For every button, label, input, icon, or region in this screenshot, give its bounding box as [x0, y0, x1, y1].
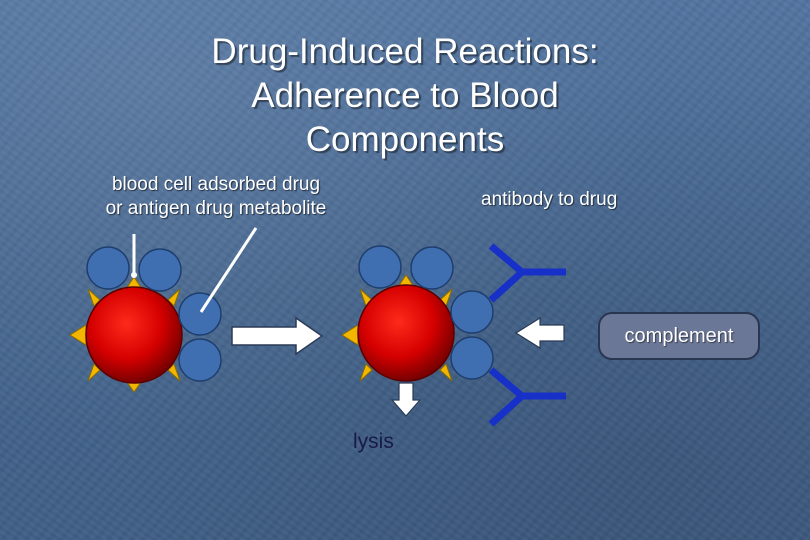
spike — [87, 363, 101, 382]
complement-arrow — [514, 316, 565, 350]
drug-molecule — [178, 292, 222, 336]
drug-molecule — [86, 246, 130, 290]
title-line-1: Drug-Induced Reactions: — [211, 32, 599, 71]
right-drug-molecules — [358, 245, 494, 380]
drug-molecule — [410, 246, 454, 290]
spike — [439, 363, 453, 382]
spike — [341, 324, 359, 346]
antibody-upper — [488, 243, 566, 303]
spike — [69, 324, 87, 346]
right-cell-group — [341, 245, 494, 417]
right-red-blood-cell — [357, 284, 455, 382]
spike — [167, 288, 181, 307]
spike — [167, 363, 181, 382]
adsorbed-drug-label-line-1: blood cell adsorbed drug — [111, 174, 321, 195]
drug-molecule — [450, 290, 494, 334]
title-line-3: Components — [305, 120, 505, 159]
drug-molecule — [138, 248, 182, 292]
reaction-arrow — [231, 316, 324, 356]
pointer-line-diagonal — [199, 227, 258, 313]
lysis-arrow — [390, 382, 422, 417]
spike — [87, 288, 101, 307]
drug-molecule — [450, 336, 494, 380]
antibody-lower — [488, 367, 566, 427]
complement-box: complement — [598, 312, 760, 360]
lysis-label: lysis — [353, 430, 394, 453]
spike — [359, 363, 373, 382]
left-drug-molecules — [86, 246, 222, 382]
title-line-2: Adherence to Blood — [251, 76, 559, 115]
left-cell-group — [69, 227, 258, 393]
antibody-label: antibody to drug — [481, 189, 618, 210]
adsorbed-drug-label: blood cell adsorbed drug or antigen drug… — [66, 173, 366, 221]
drug-molecule — [358, 245, 402, 289]
slide-title: Drug-Induced Reactions: Adherence to Blo… — [0, 30, 810, 162]
drug-molecule — [178, 338, 222, 382]
adsorbed-drug-label-line-2: or antigen drug metabolite — [105, 198, 327, 219]
pointer-dot — [131, 272, 137, 278]
left-red-blood-cell — [85, 286, 183, 384]
